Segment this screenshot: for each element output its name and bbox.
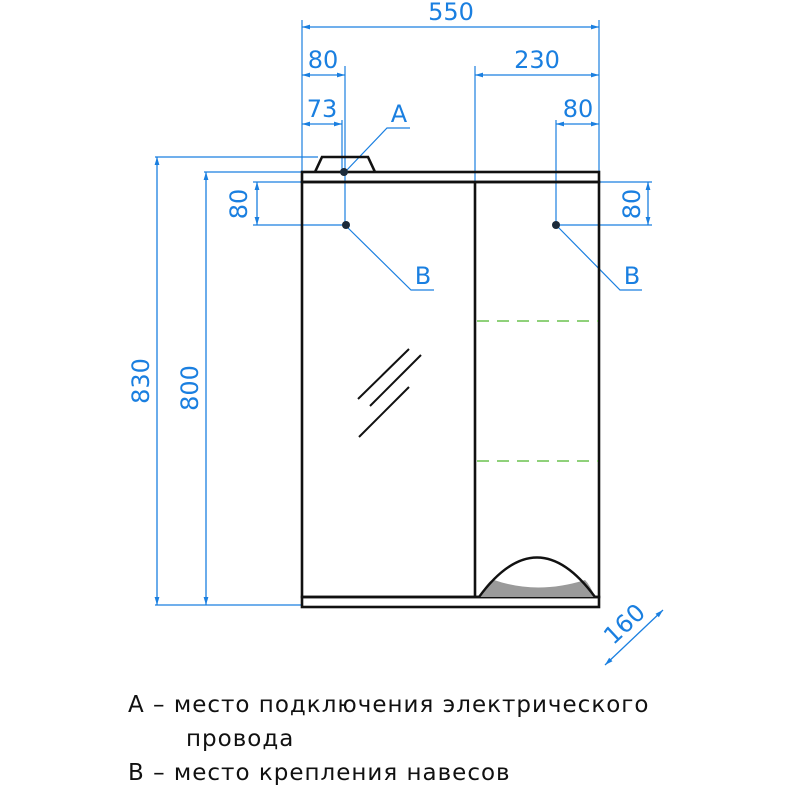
cabinet-outline (300, 155, 601, 609)
point-b-left (342, 221, 350, 229)
dim-230: 230 (514, 46, 560, 74)
mounting-points (340, 168, 560, 229)
point-b-right (552, 221, 560, 229)
bottom-light (478, 556, 596, 598)
marker-a: A (391, 100, 408, 128)
legend-a-continued: провода (186, 726, 295, 752)
marker-b-left: B (415, 262, 431, 290)
dim-830: 830 (127, 358, 155, 404)
point-a (340, 168, 348, 176)
dim-80-top-left: 80 (308, 46, 339, 74)
leader-lines (344, 127, 642, 291)
shelves (477, 320, 598, 462)
legend: A – место подключения электрического про… (128, 688, 649, 790)
dim-800: 800 (176, 365, 204, 411)
dim-80-right-vertical: 80 (618, 189, 646, 220)
dim-80-top-right: 80 (563, 95, 594, 123)
legend-b: B – место крепления навесов (128, 760, 511, 786)
dim-73: 73 (307, 95, 338, 123)
mirror-glint (357, 348, 422, 438)
dim-160: 160 (598, 598, 651, 650)
marker-b-right: B (624, 262, 640, 290)
legend-a: A – место подключения электрического (128, 692, 650, 718)
dim-550: 550 (428, 0, 474, 26)
dim-80-left-vertical: 80 (225, 189, 253, 220)
dimension-lines (154, 24, 664, 666)
